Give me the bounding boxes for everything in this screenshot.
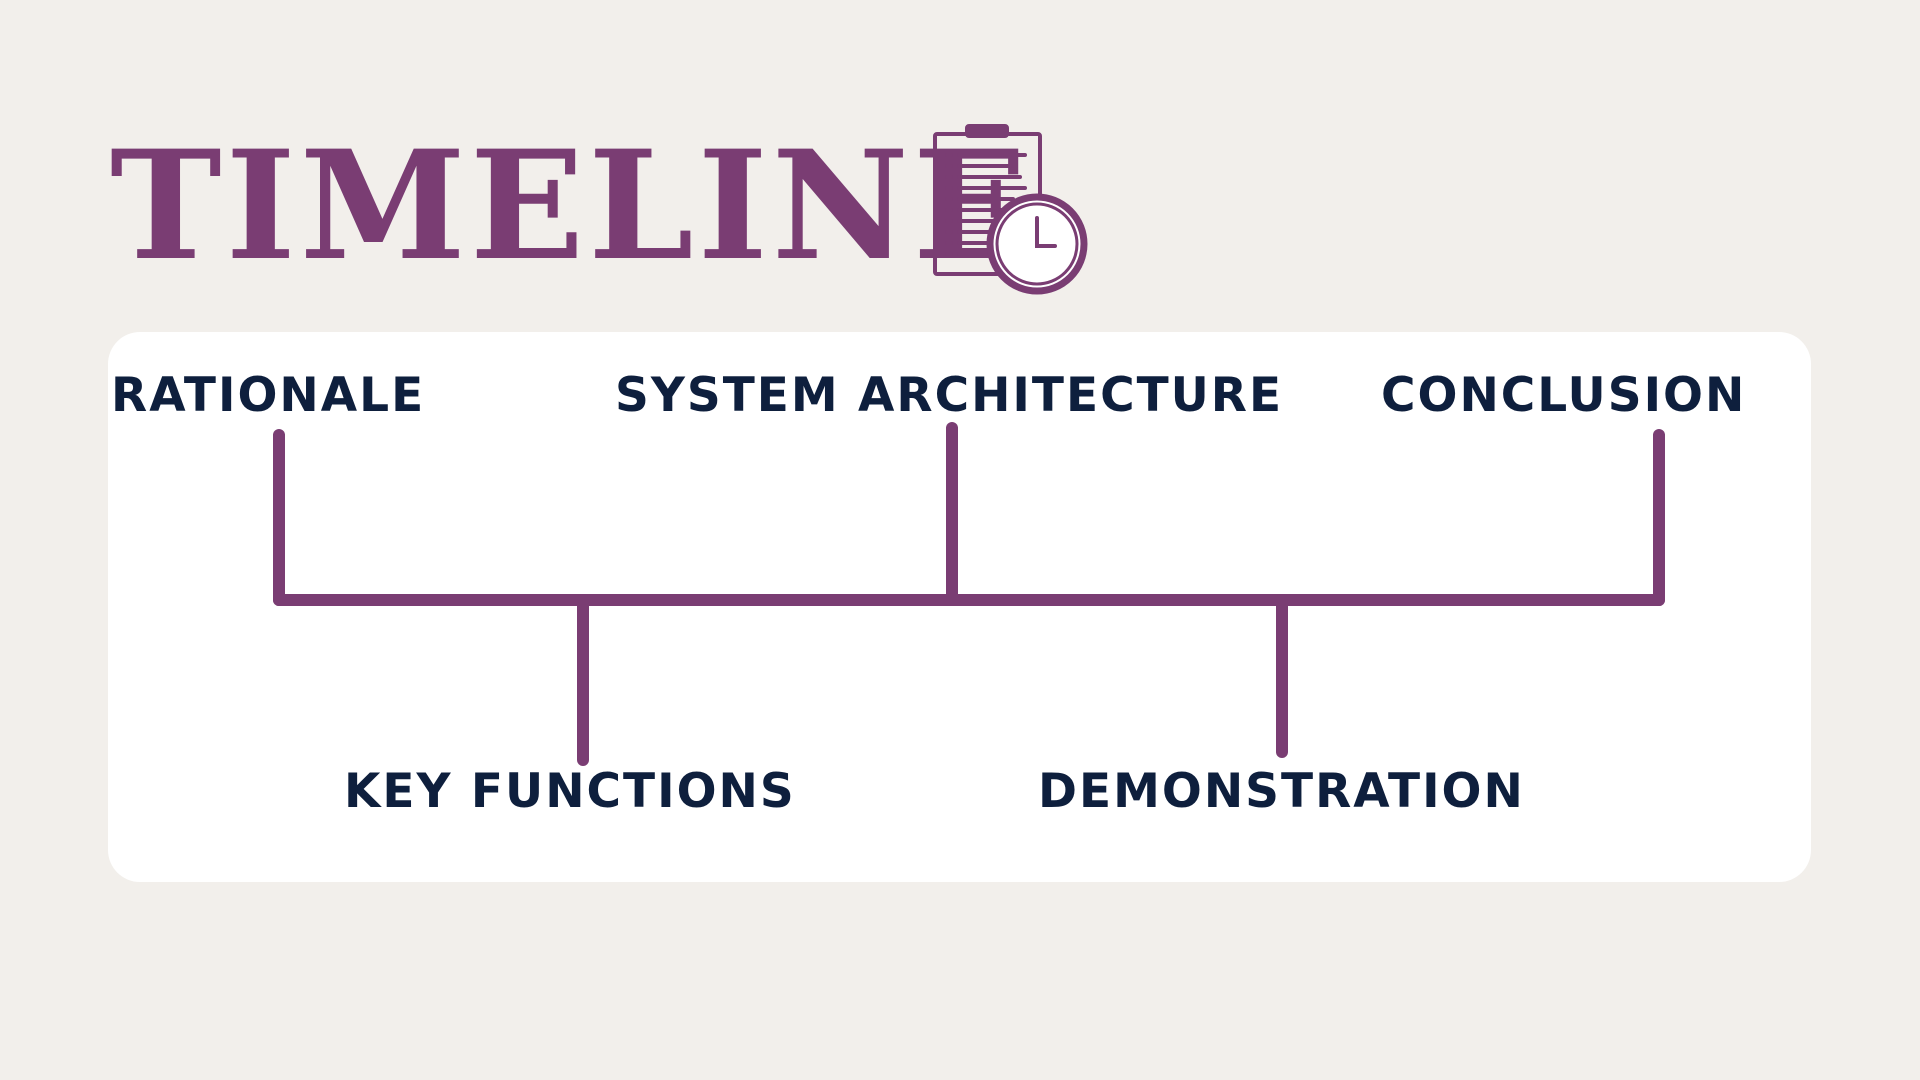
milestone-key-functions: KEY FUNCTIONS [344,764,796,819]
milestone-system-architecture: SYSTEM ARCHITECTURE [615,368,1284,423]
milestone-conclusion: CONCLUSION [1381,368,1747,423]
milestone-demonstration: DEMONSTRATION [1038,764,1525,819]
milestone-rationale: RATIONALE [111,368,426,423]
page-title: TIMELINE [110,118,1032,294]
clipboard-clock-icon [933,124,1088,295]
timeline-card [108,332,1811,882]
